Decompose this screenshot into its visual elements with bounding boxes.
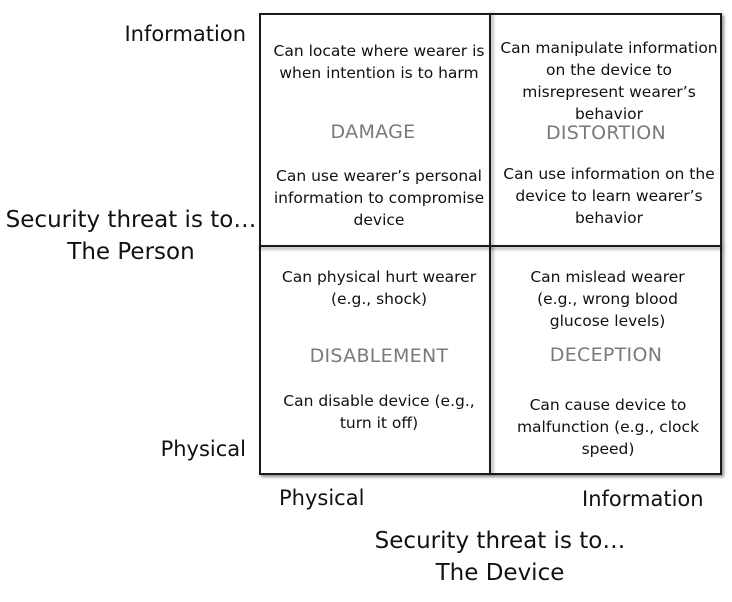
y-axis-top-label: Information bbox=[124, 22, 246, 46]
y-axis-title-line1: Security threat is to… bbox=[5, 207, 257, 233]
damage-bottom-text: Can use wearer’s personal information to… bbox=[273, 167, 485, 229]
vertical-divider bbox=[489, 13, 491, 475]
damage-top-text: Can locate where wearer is when intentio… bbox=[273, 42, 485, 82]
x-axis-title-line1: Security threat is to… bbox=[374, 528, 626, 554]
y-axis-title: Security threat is to… The Person bbox=[0, 204, 262, 268]
distortion-bottom-text: Can use information on the device to lea… bbox=[503, 165, 715, 227]
distortion-category: DISTORTION bbox=[545, 122, 667, 144]
y-axis-bottom-label: Physical bbox=[160, 437, 246, 461]
x-axis-title: Security threat is to… The Device bbox=[330, 525, 670, 589]
deception-top-text: Can mislead wearer (e.g., wrong blood gl… bbox=[530, 268, 685, 330]
x-axis-title-line2: The Device bbox=[435, 560, 565, 586]
horizontal-divider bbox=[259, 245, 722, 247]
deception-bottom-text: Can cause device to malfunction (e.g., c… bbox=[516, 396, 700, 458]
disablement-category: DISABLEMENT bbox=[309, 345, 449, 367]
x-axis-right-label: Information bbox=[582, 487, 704, 511]
damage-category: DAMAGE bbox=[330, 121, 416, 143]
deception-category: DECEPTION bbox=[549, 344, 663, 366]
disablement-top-text: Can physical hurt wearer (e.g., shock) bbox=[281, 268, 477, 308]
x-axis-left-label: Physical bbox=[279, 486, 365, 510]
distortion-top-text: Can manipulate information on the device… bbox=[500, 39, 718, 123]
y-axis-title-line2: The Person bbox=[67, 239, 195, 265]
disablement-bottom-text: Can disable device (e.g., turn it off) bbox=[283, 392, 475, 432]
